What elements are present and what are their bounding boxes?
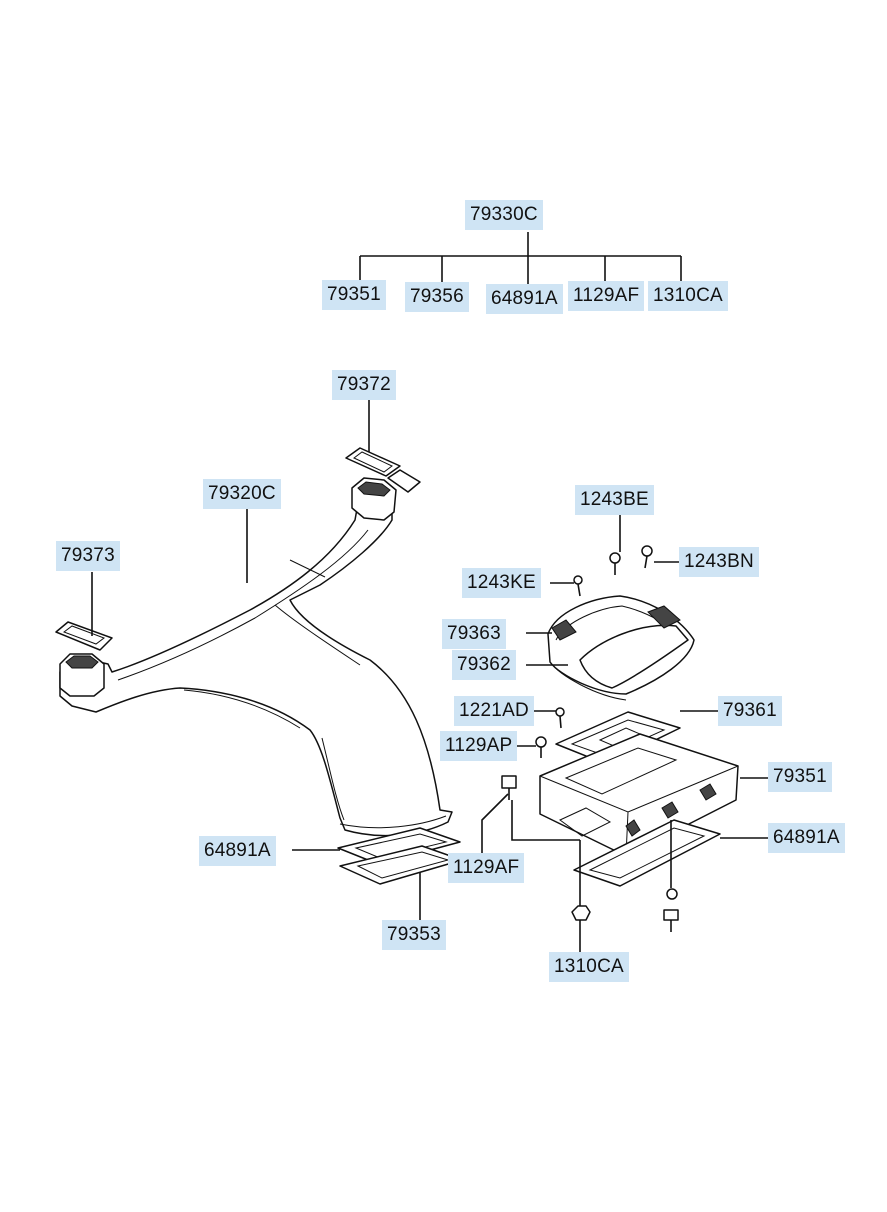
label-79353[interactable]: 79353 <box>382 920 446 950</box>
label-kit-1310ca[interactable]: 1310CA <box>648 281 728 311</box>
screws-top <box>573 545 653 597</box>
grille-79373 <box>55 621 113 651</box>
label-1129af[interactable]: 1129AF <box>448 853 525 883</box>
label-1310ca[interactable]: 1310CA <box>549 952 629 982</box>
main-duct <box>59 477 453 837</box>
label-79361[interactable]: 79361 <box>718 696 782 726</box>
label-1243ke[interactable]: 1243KE <box>462 568 541 598</box>
label-79351[interactable]: 79351 <box>768 762 832 792</box>
label-1243bn[interactable]: 1243BN <box>679 547 759 577</box>
vent-cover <box>547 595 695 701</box>
gasket-right <box>573 819 721 887</box>
label-kit-79356[interactable]: 79356 <box>405 282 469 312</box>
label-64891a-right[interactable]: 64891A <box>768 823 845 853</box>
label-kit-64891a[interactable]: 64891A <box>486 284 563 314</box>
label-kit-1129af[interactable]: 1129AF <box>568 281 645 311</box>
label-1243be[interactable]: 1243BE <box>575 485 654 515</box>
leader-lines <box>91 400 768 956</box>
label-1221ad[interactable]: 1221AD <box>454 696 534 726</box>
kit-tree-lines <box>359 232 682 284</box>
label-79320c[interactable]: 79320C <box>203 479 281 509</box>
label-79362[interactable]: 79362 <box>452 650 516 680</box>
label-79372[interactable]: 79372 <box>332 370 396 400</box>
label-79373[interactable]: 79373 <box>56 541 120 571</box>
label-kit-79351[interactable]: 79351 <box>322 280 386 310</box>
housing-79351 <box>539 733 739 857</box>
label-64891a-left[interactable]: 64891A <box>199 836 276 866</box>
bolts-right <box>501 775 679 932</box>
grille-79372 <box>345 447 421 493</box>
label-kit-79330c[interactable]: 79330C <box>465 200 543 230</box>
label-79363[interactable]: 79363 <box>442 619 506 649</box>
gaskets-left <box>337 827 463 885</box>
label-1129ap[interactable]: 1129AP <box>440 731 518 761</box>
